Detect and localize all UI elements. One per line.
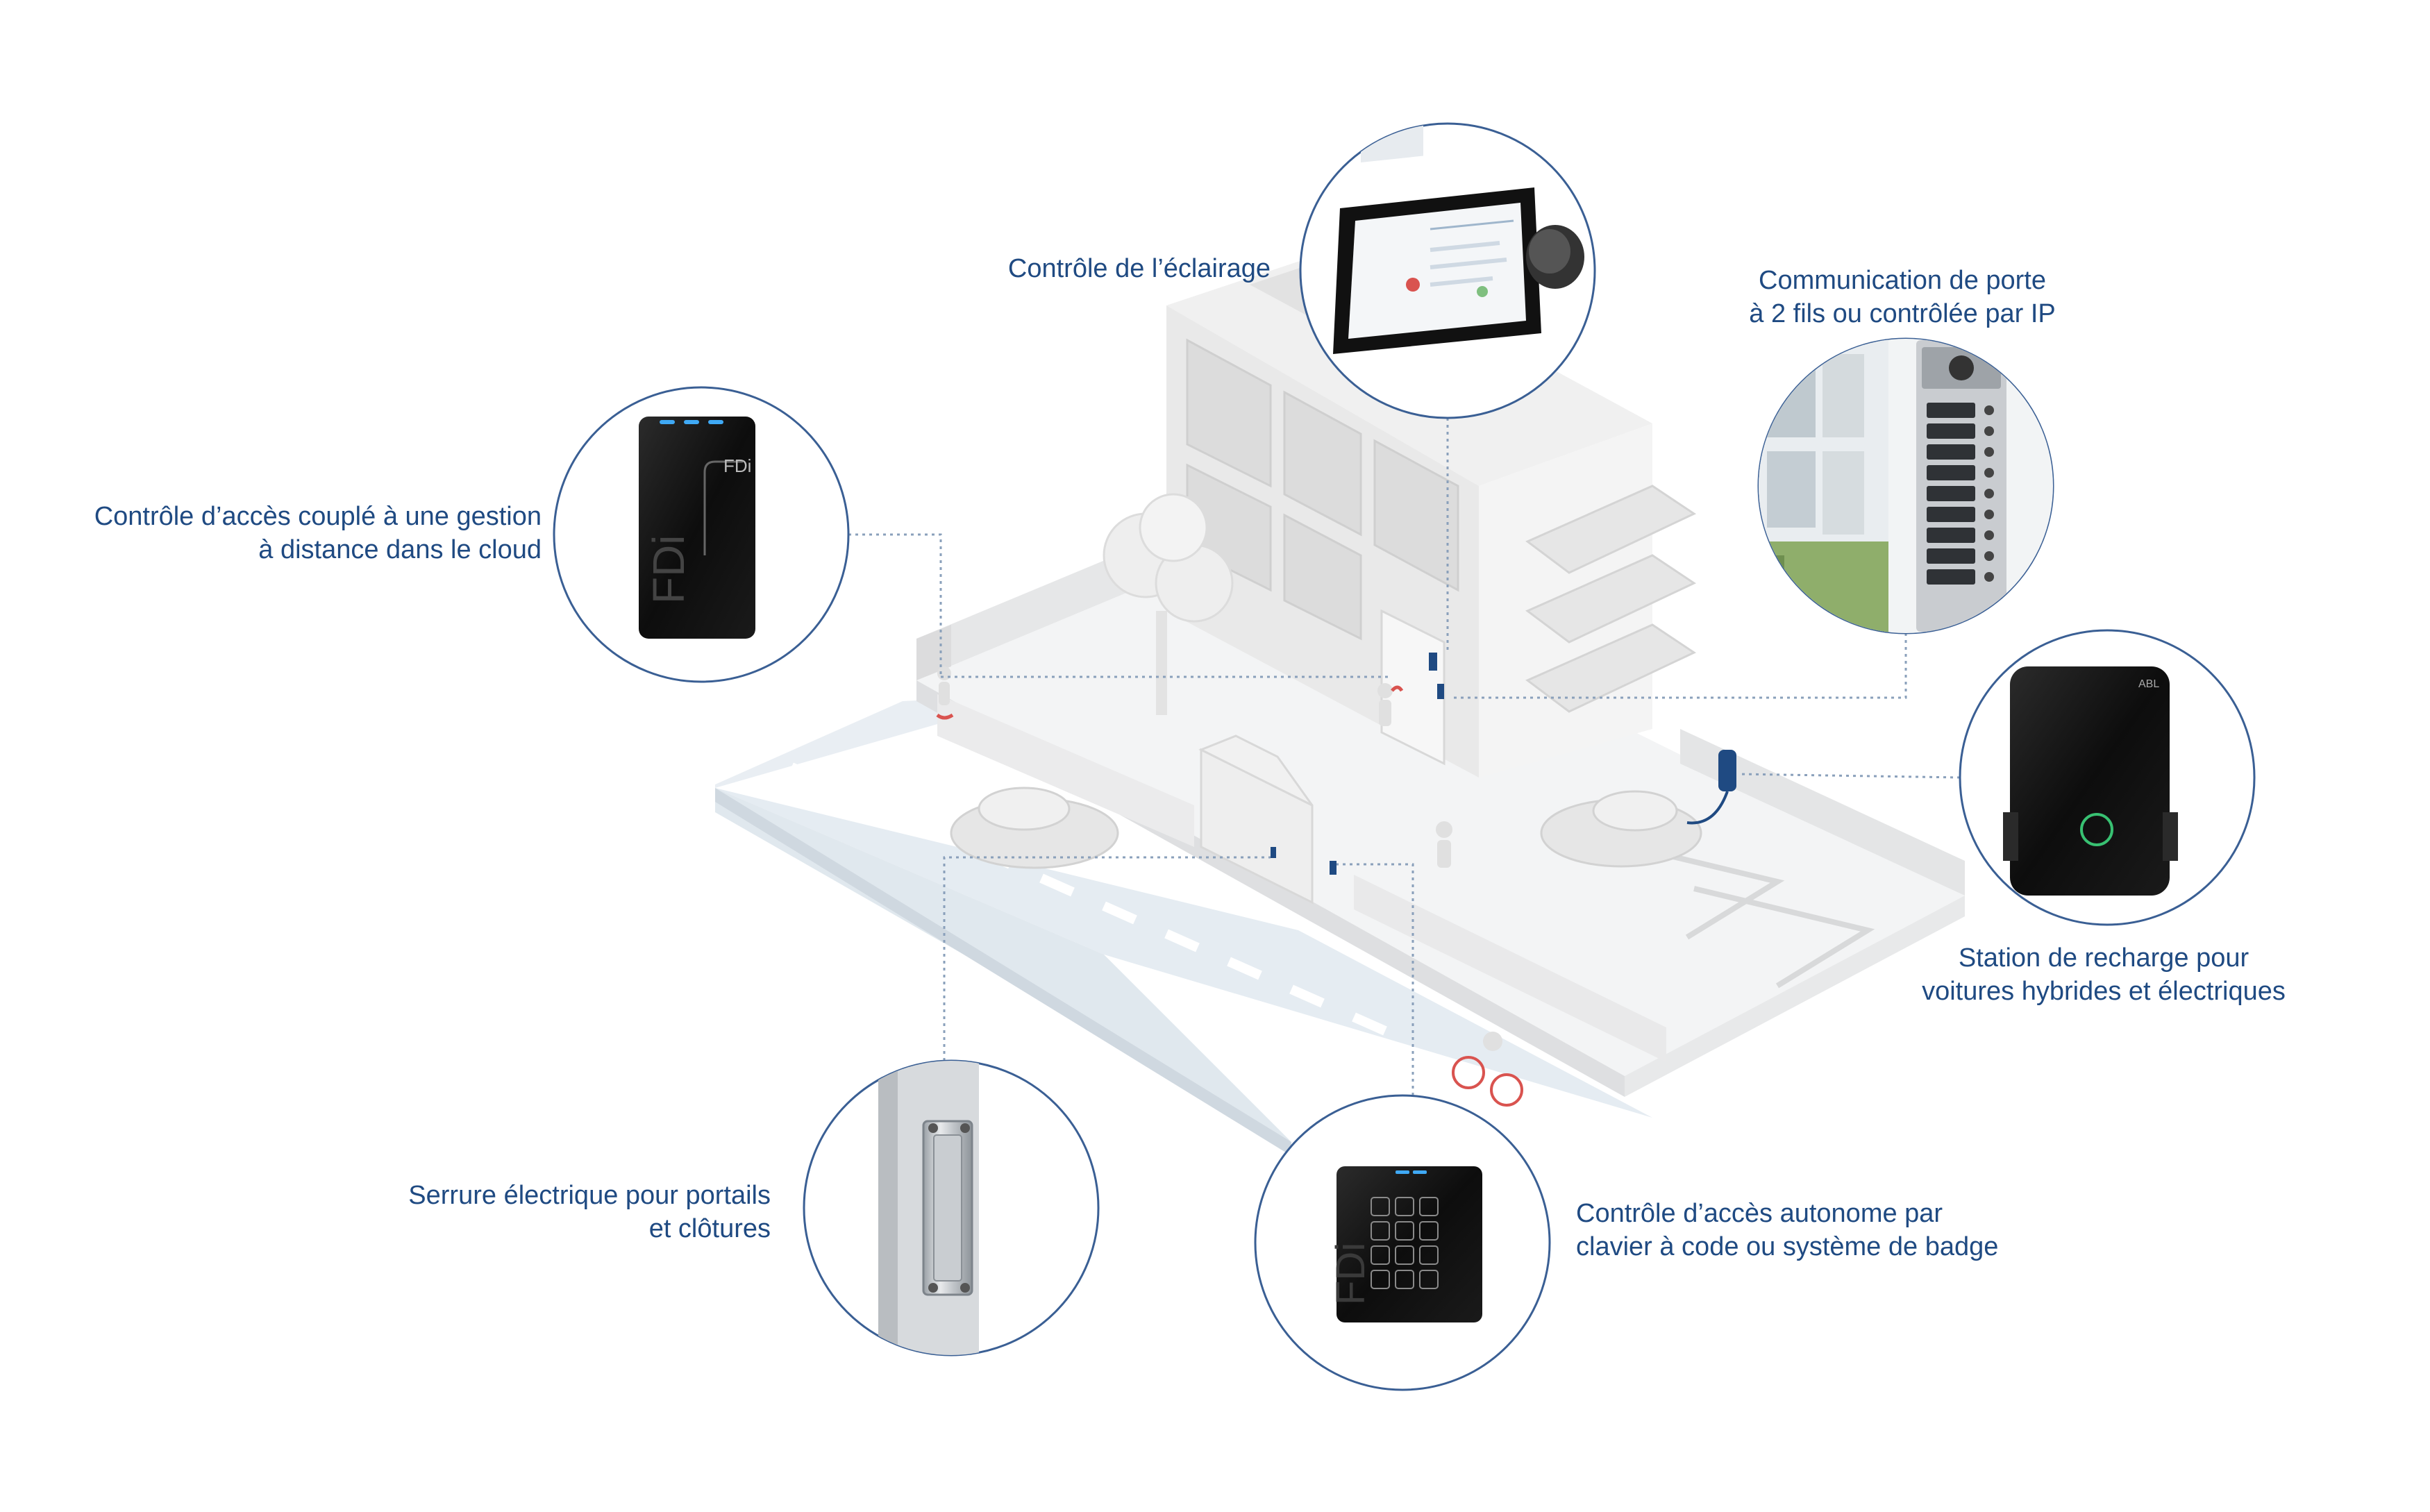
- label-line: voitures hybrides et électriques: [1922, 977, 2286, 1006]
- door-communication-callout: [1757, 337, 2054, 635]
- electric-lock-callout: [803, 1059, 1100, 1356]
- apartment-photo: [1759, 339, 1888, 633]
- label-electric-lock: Serrure électrique pour portails et clôt…: [299, 1179, 771, 1245]
- car-parked: [1540, 790, 1702, 868]
- label-line: clavier à code ou système de badge: [1576, 1232, 1999, 1261]
- cyclist: [1452, 1032, 1523, 1107]
- keypad-vertical-logo: FDi: [1328, 1243, 1373, 1305]
- leader-lines: [848, 418, 1961, 1095]
- label-line: Station de recharge pour: [1958, 943, 2249, 973]
- isometric-scene: [715, 250, 1965, 1156]
- wallbox-charger-icon: ABL: [2003, 666, 2178, 896]
- label-line: Communication de porte: [1759, 266, 2046, 295]
- label-keypad-access: Contrôle d’accès autonome par clavier à …: [1576, 1197, 2104, 1263]
- label-line: Contrôle de l’éclairage: [1007, 254, 1271, 283]
- plot: [916, 541, 1965, 1076]
- charger-brand-logo: ABL: [2138, 678, 2159, 690]
- card-reader-icon: FDi FDi: [639, 417, 755, 639]
- charging-callout: ABL: [1959, 629, 2256, 926]
- label-cloud-access: Contrôle d’accès couplé à une gestion à …: [42, 500, 542, 566]
- car-street: [950, 787, 1119, 869]
- label-lighting: Contrôle de l’éclairage: [923, 252, 1271, 285]
- label-door-communication: Communication de porte à 2 fils ou contr…: [1632, 264, 2173, 330]
- hedge-right: [1680, 729, 1965, 896]
- label-line: à 2 fils ou contrôlée par IP: [1749, 299, 2056, 328]
- lighting-callout: [1299, 122, 1596, 419]
- label-line: Serrure électrique pour portails: [408, 1181, 771, 1210]
- charging-post: [1718, 750, 1736, 791]
- leader-cloud: [848, 533, 942, 677]
- road-markings: [789, 762, 1387, 1036]
- label-charging: Station de recharge pour voitures hybrid…: [1833, 941, 2374, 1008]
- cloud-access-callout: FDi FDi: [553, 386, 850, 683]
- tree: [1103, 493, 1234, 715]
- label-line: à distance dans le cloud: [258, 535, 542, 564]
- leader-door: [1451, 633, 1907, 699]
- leader-lock: [943, 856, 1271, 1061]
- electric-strike-icon: [878, 1061, 979, 1355]
- label-line: Contrôle d’accès couplé à une gestion: [94, 502, 542, 531]
- reader-vertical-logo: FDi: [644, 535, 694, 604]
- tablet-icon: [1333, 124, 1541, 354]
- gate: [1198, 734, 1336, 905]
- keypad-callout: FDi: [1254, 1094, 1551, 1391]
- intercom-panel-icon: [1916, 340, 2006, 632]
- leader-charge: [1738, 773, 1961, 779]
- reader-brand-logo: FDi: [723, 455, 751, 476]
- keypad-reader-icon: FDi: [1328, 1166, 1482, 1322]
- label-line: et clôtures: [648, 1214, 771, 1243]
- speaker-icon: [1526, 225, 1584, 289]
- pedestrian: [937, 666, 1452, 868]
- street: [715, 788, 1652, 1118]
- label-line: Contrôle d’accès autonome par: [1576, 1199, 1943, 1228]
- status-ring-icon: [2080, 813, 2113, 846]
- leader-keypad: [1336, 863, 1414, 1095]
